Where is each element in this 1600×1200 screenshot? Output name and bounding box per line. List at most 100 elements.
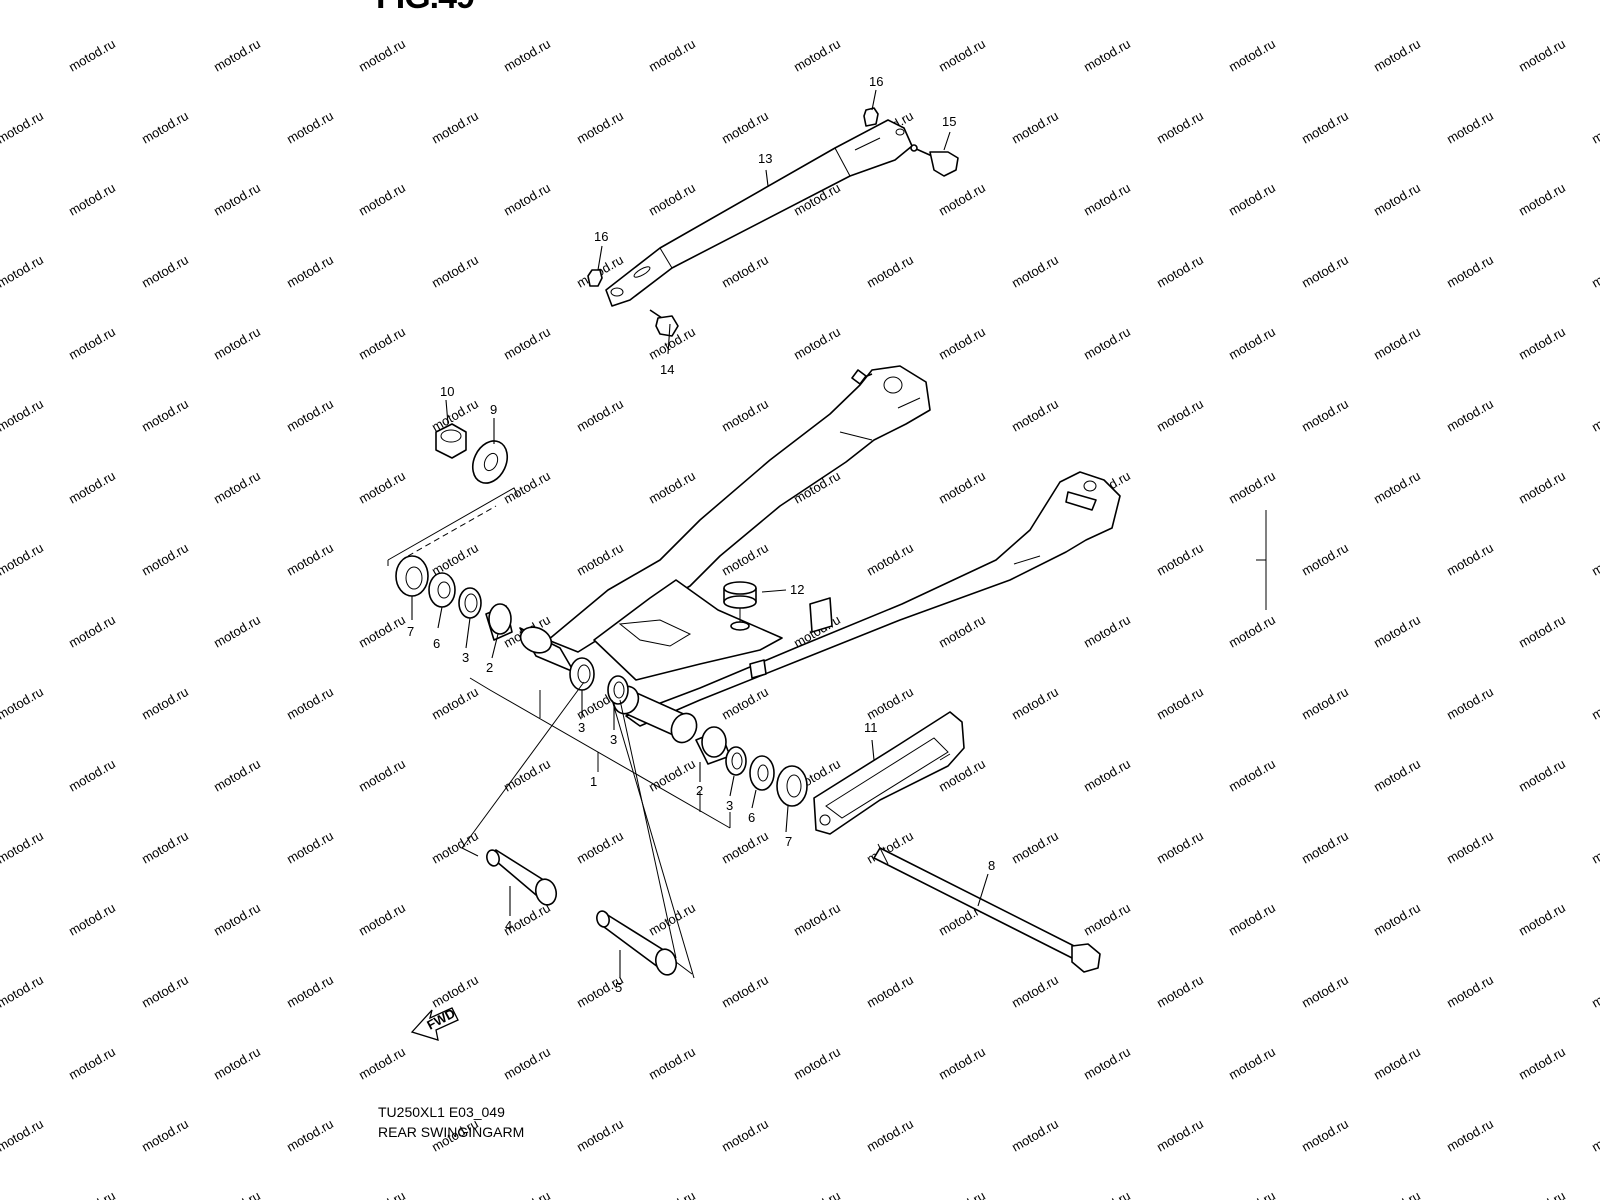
washer-part-6-left[interactable] bbox=[428, 572, 456, 608]
watermark-text: motod.ru bbox=[284, 972, 336, 1011]
watermark-text: motod.ru bbox=[284, 828, 336, 867]
watermark-text: motod.ru bbox=[501, 324, 553, 363]
nut-part-16-lower[interactable] bbox=[587, 269, 603, 287]
spacer-part-2-right[interactable] bbox=[695, 726, 731, 765]
watermark-text: motod.ru bbox=[284, 396, 336, 435]
watermark-text: motod.ru bbox=[211, 468, 263, 507]
watermark-text: motod.ru bbox=[1226, 1188, 1278, 1200]
pivot-bolt-part-8[interactable] bbox=[873, 843, 1101, 973]
bolt-part-15[interactable] bbox=[910, 144, 959, 177]
watermark-text: motod.ru bbox=[1589, 108, 1600, 147]
watermark-text: motod.ru bbox=[1444, 0, 1496, 3]
diagram-name: REAR SWINGINGARM bbox=[378, 1124, 525, 1140]
washer-part-9[interactable] bbox=[466, 435, 514, 488]
watermark-text: motod.ru bbox=[66, 900, 118, 939]
watermark-text: motod.ru bbox=[0, 540, 46, 579]
watermark-text: motod.ru bbox=[864, 972, 916, 1011]
watermark-text: motod.ru bbox=[1516, 900, 1568, 939]
collar-part-5[interactable] bbox=[595, 910, 679, 977]
watermark-text: motod.ru bbox=[356, 1044, 408, 1083]
watermark-text: motod.ru bbox=[66, 1188, 118, 1200]
watermark-text: motod.ru bbox=[1589, 252, 1600, 291]
leader-lines bbox=[387, 89, 1267, 979]
watermark-text: motod.ru bbox=[1589, 540, 1600, 579]
watermark-text: motod.ru bbox=[139, 1116, 191, 1155]
watermark-text: motod.ru bbox=[0, 1116, 46, 1155]
watermark-text: motod.ru bbox=[284, 1116, 336, 1155]
watermark-text: motod.ru bbox=[1516, 1044, 1568, 1083]
watermark-text: motod.ru bbox=[646, 900, 698, 939]
bearing-part-3-left-outer[interactable] bbox=[458, 587, 482, 619]
stopper-part-12[interactable] bbox=[723, 581, 757, 631]
watermark-text: motod.ru bbox=[646, 36, 698, 75]
dust-seal-part-7-right[interactable] bbox=[776, 765, 808, 807]
watermark-text: motod.ru bbox=[936, 36, 988, 75]
watermark-text: motod.ru bbox=[936, 468, 988, 507]
watermark-text: motod.ru bbox=[1081, 756, 1133, 795]
watermark-text: motod.ru bbox=[1226, 1044, 1278, 1083]
watermark-text: motod.ru bbox=[1299, 684, 1351, 723]
bearing-part-3-center-right[interactable] bbox=[607, 675, 629, 705]
spacer-part-2-left[interactable] bbox=[485, 603, 513, 641]
watermark-text: motod.ru bbox=[1589, 684, 1600, 723]
watermark-text: motod.ru bbox=[1226, 900, 1278, 939]
watermark-text: motod.ru bbox=[1081, 180, 1133, 219]
watermark-text: motod.ru bbox=[1226, 468, 1278, 507]
watermark-text: motod.ru bbox=[1589, 972, 1600, 1011]
watermark-text: motod.ru bbox=[1516, 468, 1568, 507]
watermark-text: motod.ru bbox=[1299, 396, 1351, 435]
watermark-text: motod.ru bbox=[646, 1044, 698, 1083]
watermark-text: motod.ru bbox=[211, 900, 263, 939]
watermark-text: motod.ru bbox=[429, 0, 481, 3]
watermark-text: motod.ru bbox=[1226, 180, 1278, 219]
watermark-text: motod.ru bbox=[1371, 180, 1423, 219]
watermark-text: motod.ru bbox=[936, 612, 988, 651]
washer-part-6-right[interactable] bbox=[749, 755, 775, 791]
bearing-part-3-right[interactable] bbox=[725, 746, 747, 776]
watermark-text: motod.ru bbox=[864, 252, 916, 291]
watermark-text: motod.ru bbox=[429, 684, 481, 723]
chain-guard-part-11[interactable] bbox=[813, 711, 965, 835]
watermark-text: motod.ru bbox=[1299, 1116, 1351, 1155]
watermark-text: motod.ru bbox=[1081, 324, 1133, 363]
callout-5: 5 bbox=[615, 980, 622, 995]
watermark-text: motod.ru bbox=[429, 828, 481, 867]
callout-12: 12 bbox=[790, 582, 804, 597]
watermark-text: motod.ru bbox=[1009, 684, 1061, 723]
watermark-text: motod.ru bbox=[1371, 36, 1423, 75]
watermark-text: motod.ru bbox=[864, 1116, 916, 1155]
watermark-text: motod.ru bbox=[284, 0, 336, 3]
collar-part-4[interactable] bbox=[485, 849, 559, 907]
watermark-text: motod.ru bbox=[646, 468, 698, 507]
watermark-text: motod.ru bbox=[646, 1188, 698, 1200]
watermark-text: motod.ru bbox=[1154, 540, 1206, 579]
callout-labels: 16 15 13 16 14 10 9 12 7 6 3 2 3 3 1 2 3… bbox=[407, 74, 995, 995]
callout-8: 8 bbox=[988, 858, 995, 873]
callout-13: 13 bbox=[758, 151, 772, 166]
watermark-text: motod.ru bbox=[1516, 180, 1568, 219]
watermark-text: motod.ru bbox=[1009, 972, 1061, 1011]
bearing-part-3-center-left[interactable] bbox=[569, 657, 595, 691]
dust-seal-part-7-left[interactable] bbox=[395, 555, 429, 597]
bolt-part-14[interactable] bbox=[649, 309, 679, 337]
callout-9: 9 bbox=[490, 402, 497, 417]
watermark-text: motod.ru bbox=[1516, 612, 1568, 651]
watermark-text: motod.ru bbox=[356, 900, 408, 939]
watermark-text: motod.ru bbox=[574, 108, 626, 147]
nut-part-16-upper[interactable] bbox=[863, 107, 879, 127]
watermark-text: motod.ru bbox=[1299, 252, 1351, 291]
watermark-text: motod.ru bbox=[1154, 108, 1206, 147]
watermark-text: motod.ru bbox=[574, 0, 626, 3]
callout-16-upper: 16 bbox=[869, 74, 883, 89]
brace-part-13[interactable] bbox=[605, 119, 913, 307]
swingarm-frame-part-1[interactable] bbox=[516, 365, 1121, 747]
watermark-text: motod.ru bbox=[1371, 612, 1423, 651]
watermark-text: motod.ru bbox=[0, 828, 46, 867]
watermark-text: motod.ru bbox=[1371, 468, 1423, 507]
watermark-text: motod.ru bbox=[284, 684, 336, 723]
watermark-text: motod.ru bbox=[429, 252, 481, 291]
watermark-text: motod.ru bbox=[284, 108, 336, 147]
nut-part-10[interactable] bbox=[435, 423, 467, 459]
watermark-text: motod.ru bbox=[211, 756, 263, 795]
watermark-text: motod.ru bbox=[646, 180, 698, 219]
